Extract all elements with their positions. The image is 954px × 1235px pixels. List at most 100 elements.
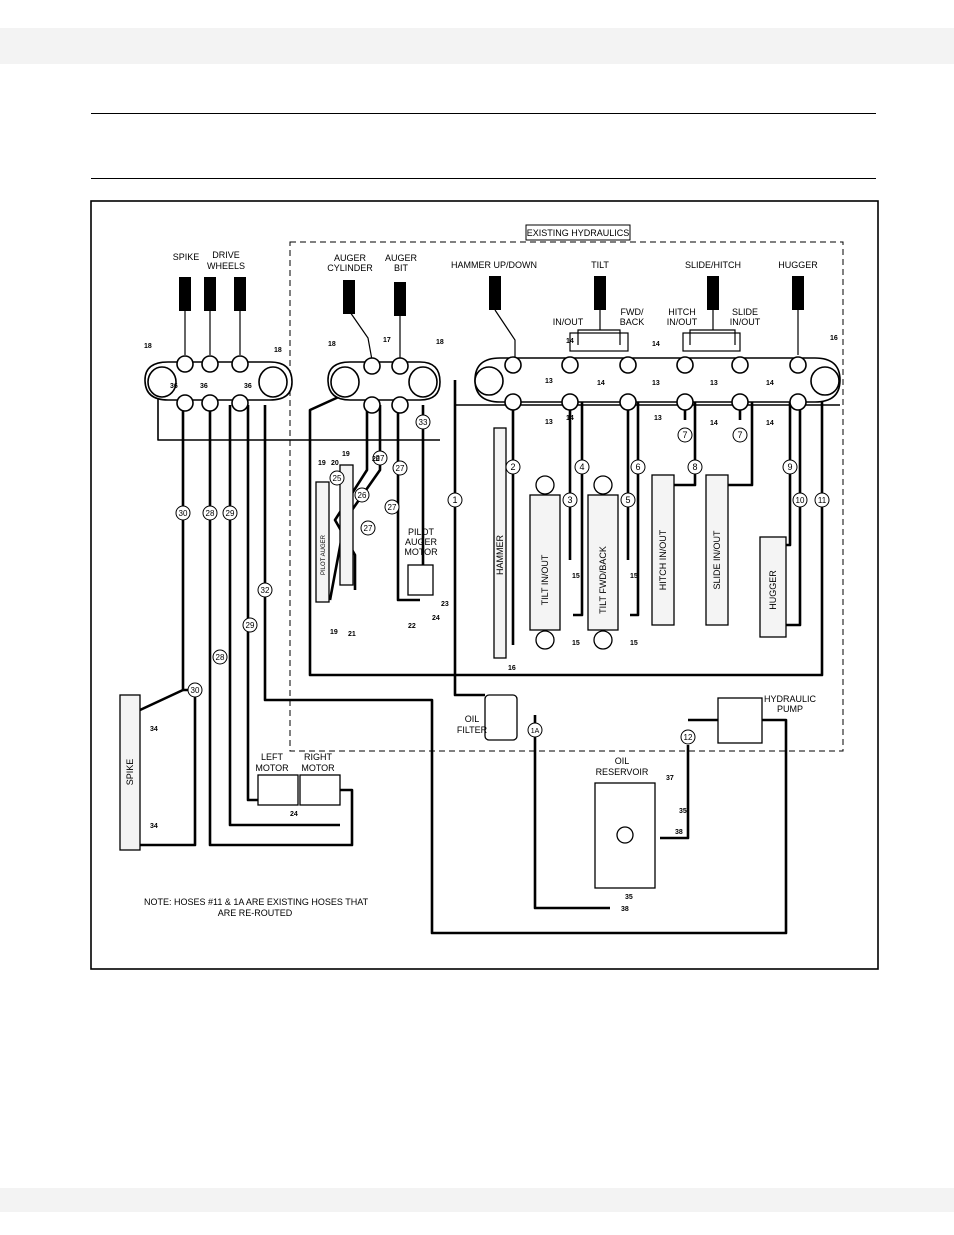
part-14a: 14	[566, 338, 574, 345]
part-38b: 38	[621, 906, 629, 913]
hose-lines	[139, 370, 840, 935]
cyl-label-hammer: HAMMER	[495, 535, 505, 575]
part-18d: 18	[436, 339, 444, 346]
label-oil-res-1: OIL	[615, 756, 630, 766]
label-hyd-pump-1: HYDRAULIC	[764, 694, 817, 704]
cyl-label-tilt-fwd: TILT FWD/BACK	[598, 546, 608, 614]
label-pilot-2: AUGER	[405, 537, 438, 547]
hose-28a: 28	[206, 509, 215, 518]
hose-27b: 27	[364, 524, 373, 533]
label-left-motor-2: MOTOR	[255, 763, 289, 773]
hose-10: 10	[796, 496, 805, 505]
label-right-motor-1: RIGHT	[304, 752, 333, 762]
hose-29a: 29	[226, 509, 235, 518]
cyl-label-hugger: HUGGER	[768, 570, 778, 610]
hose-8: 8	[692, 462, 697, 472]
diagram-frame	[90, 200, 879, 970]
part-13a: 13	[545, 378, 553, 385]
valve-banks	[144, 355, 841, 414]
cyl-label-tilt-inout: TILT IN/OUT	[540, 554, 550, 605]
part-13d: 13	[654, 415, 662, 422]
hose-6: 6	[635, 462, 640, 472]
hose-1: 1	[452, 495, 457, 505]
hose-7b: 7	[737, 430, 742, 440]
part-18c: 18	[328, 341, 336, 348]
label-auger-bit-2: BIT	[394, 263, 409, 273]
part-20b: 20	[372, 456, 380, 463]
part-14e: 14	[710, 420, 718, 427]
part-20a: 20	[331, 460, 339, 467]
hose-29b: 29	[246, 621, 255, 630]
part-numbers: 18 18 18 18 17 36 36 36 14 14 14 14 14 1…	[144, 335, 838, 913]
hose-30b: 30	[191, 686, 200, 695]
hose-number-markers: 1 1A 2 3 4 5 6 7 7 8 9 10 11 12 25 26 27…	[175, 414, 830, 745]
label-hyd-pump-2: PUMP	[777, 704, 803, 714]
hose-11: 11	[818, 496, 827, 505]
part-38a: 38	[675, 829, 683, 836]
label-slide-2: IN/OUT	[730, 317, 761, 327]
label-oil-filter-2: FILTER	[457, 725, 488, 735]
part-35a: 35	[679, 808, 687, 815]
part-16a: 16	[830, 335, 838, 342]
hose-25: 25	[333, 474, 342, 483]
top-band	[0, 28, 954, 64]
part-18a: 18	[144, 343, 152, 350]
part-15b: 15	[572, 640, 580, 647]
hose-4: 4	[579, 462, 584, 472]
label-hitch-1: HITCH	[668, 307, 696, 317]
label-left-motor-1: LEFT	[261, 752, 284, 762]
part-18b: 18	[274, 347, 282, 354]
auger-bit-lever	[394, 282, 406, 316]
hugger-lever	[792, 276, 804, 310]
hose-1a: 1A	[531, 728, 540, 735]
part-14c: 14	[566, 415, 574, 422]
label-hitch-2: IN/OUT	[667, 317, 698, 327]
auger-cylinder-lever	[343, 280, 355, 314]
part-13e: 13	[545, 419, 553, 426]
components	[119, 427, 787, 889]
part-13c: 13	[710, 380, 718, 387]
hose-12: 12	[684, 733, 693, 742]
hammer-lever	[489, 276, 501, 310]
part-36a: 36	[170, 383, 178, 390]
hose-27c: 27	[396, 464, 405, 473]
control-levers	[179, 276, 804, 361]
hose-32: 32	[261, 586, 270, 595]
label-fwd-2: BACK	[620, 317, 645, 327]
label-drive-1: DRIVE	[212, 250, 240, 260]
part-24a: 24	[432, 615, 440, 622]
part-14f: 14	[766, 380, 774, 387]
note-line-1: NOTE: HOSES #11 & 1A ARE EXISTING HOSES …	[144, 897, 369, 907]
part-14g: 14	[766, 420, 774, 427]
label-auger-bit-1: AUGER	[385, 253, 418, 263]
hose-7a: 7	[682, 430, 687, 440]
part-14b: 14	[652, 341, 660, 348]
label-in-out: IN/OUT	[553, 317, 584, 327]
hose-28b: 28	[216, 653, 225, 662]
part-19a: 19	[318, 460, 326, 467]
hose-5: 5	[625, 495, 630, 505]
part-19b: 19	[342, 451, 350, 458]
header-rule-top	[91, 113, 876, 114]
part-15a: 15	[572, 573, 580, 580]
hose-33: 33	[419, 418, 428, 427]
existing-hydraulics-label: EXISTING HYDRAULICS	[527, 228, 630, 238]
part-37: 37	[666, 775, 674, 782]
label-fwd-1: FWD/	[621, 307, 644, 317]
label-auger-cyl-2: CYLINDER	[327, 263, 373, 273]
part-35b: 35	[625, 894, 633, 901]
label-auger-cyl-1: AUGER	[334, 253, 367, 263]
part-14d: 14	[597, 380, 605, 387]
part-15c: 15	[630, 573, 638, 580]
label-hammer-updown: HAMMER UP/DOWN	[451, 260, 537, 270]
part-24b: 24	[290, 811, 298, 818]
hose-9: 9	[787, 462, 792, 472]
header-rule-bottom	[91, 178, 876, 179]
drive-wheel-lever-2	[234, 277, 246, 311]
hose-30a: 30	[179, 509, 188, 518]
tilt-lever	[594, 276, 606, 310]
label-tilt: TILT	[591, 260, 609, 270]
part-21: 21	[348, 631, 356, 638]
part-34a: 34	[150, 726, 158, 733]
